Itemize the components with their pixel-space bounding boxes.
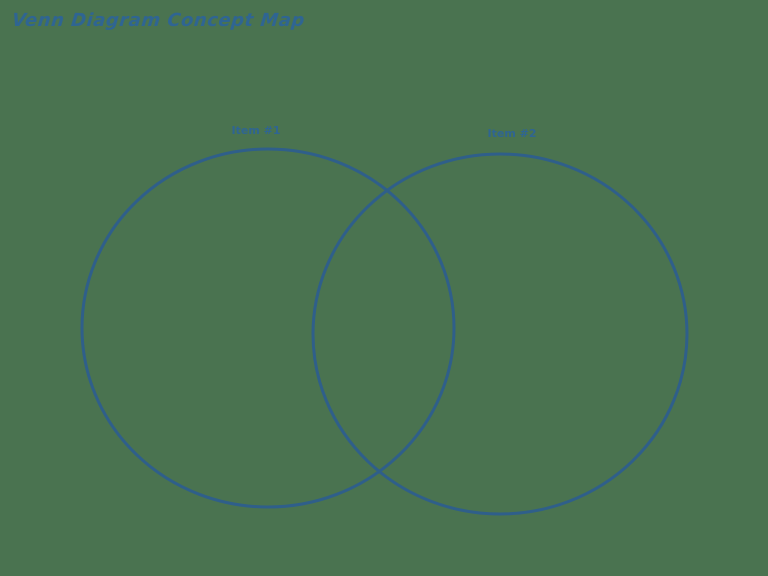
venn-circle-item-1 bbox=[80, 147, 456, 509]
circle-label-item-2: Item #2 bbox=[487, 127, 537, 140]
circle-label-item-1: Item #1 bbox=[231, 124, 281, 137]
venn-circle-item-2 bbox=[311, 152, 689, 516]
